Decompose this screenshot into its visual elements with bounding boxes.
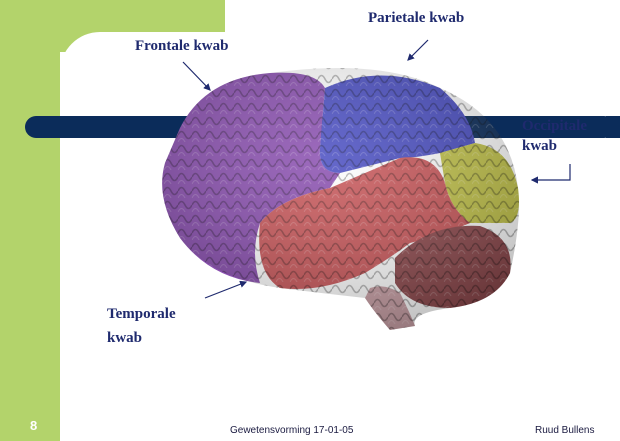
- frontal-arrow: [183, 62, 210, 90]
- parietal-arrow: [408, 40, 428, 60]
- footer-center-text: Gewetensvorming 17-01-05: [230, 425, 353, 436]
- temporal-label-line2: kwab: [107, 329, 142, 347]
- frontal-label: Frontale kwab: [135, 37, 228, 55]
- parietal-label: Parietale kwab: [368, 9, 464, 27]
- temporal-label-line1: Temporale: [107, 305, 176, 323]
- page-number: 8: [30, 418, 37, 433]
- occipital-arrow: [532, 164, 570, 180]
- occipital-label-line1: Occipitale: [522, 117, 587, 135]
- occipital-label-line2: kwab: [522, 137, 557, 155]
- temporal-arrow: [205, 282, 246, 298]
- footer-author: Ruud Bullens: [535, 425, 594, 436]
